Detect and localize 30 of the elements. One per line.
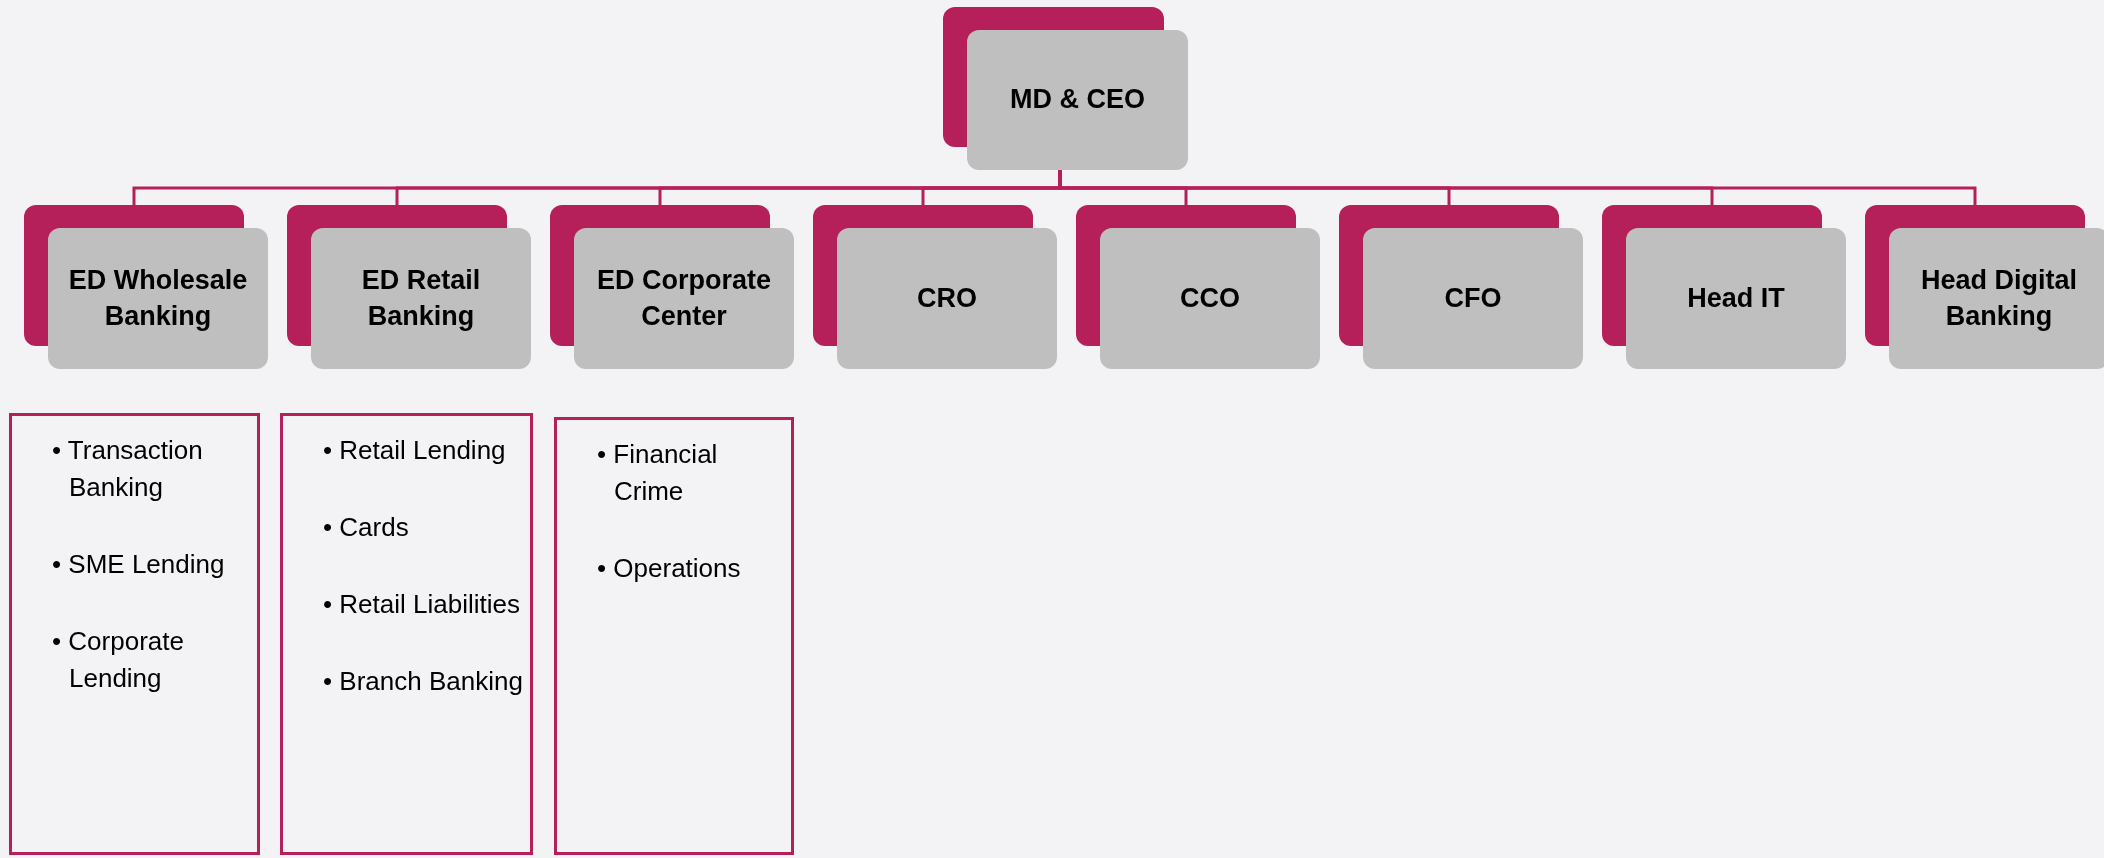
position-box: [1339, 205, 1583, 369]
list-item: • Financial Crime: [597, 438, 719, 508]
position-box: [1076, 205, 1320, 369]
role-title: CCO: [1179, 281, 1241, 315]
list-item: • SME Lending: [52, 548, 226, 581]
position-box: [943, 7, 1188, 170]
position-box: [24, 205, 268, 369]
list-item: • Retail Liabilities: [323, 588, 521, 621]
role-title: CFO: [1443, 281, 1503, 315]
role-title: ED Wholesale Banking: [67, 264, 249, 333]
list-panel: [554, 417, 794, 855]
role-title: ED Retail Banking: [360, 264, 482, 333]
list-item: • Branch Banking: [323, 665, 524, 698]
list-item: • Cards: [323, 511, 410, 544]
list-item: • Corporate Lending: [52, 625, 185, 695]
role-title: ED Corporate Center: [596, 264, 772, 333]
role-title: MD & CEO: [1009, 83, 1146, 117]
list-item: • Retail Lending: [323, 434, 507, 467]
position-box: [287, 205, 531, 369]
position-box: [550, 205, 794, 369]
position-box: [1602, 205, 1846, 369]
role-title: Head Digital Banking: [1920, 264, 2078, 333]
role-title: Head IT: [1686, 281, 1786, 315]
list-item: • Transaction Banking: [52, 434, 204, 504]
list-item: • Operations: [597, 552, 742, 585]
role-title: CRO: [916, 281, 978, 315]
list-panel: [9, 413, 260, 855]
list-panel: [280, 413, 533, 855]
connector-line: [1058, 170, 1977, 205]
position-box: [813, 205, 1057, 369]
